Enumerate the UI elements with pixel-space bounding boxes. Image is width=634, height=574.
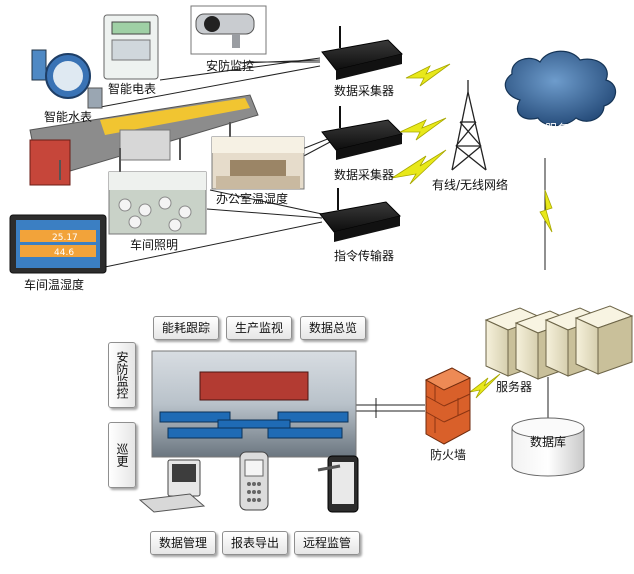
- database-label: 数据库: [530, 435, 567, 449]
- production-line-image: [29, 94, 259, 186]
- temp-value: 25.17: [52, 233, 78, 243]
- collector-2-router-icon: [321, 106, 403, 160]
- humidity-value: 44.6: [54, 248, 74, 258]
- firewall-icon: [424, 367, 472, 445]
- control-room-image: [151, 350, 357, 458]
- tablet-icon: [317, 455, 359, 513]
- workshop-temp-label: 车间温湿度: [24, 278, 85, 292]
- data-overview-button[interactable]: 数据总览: [300, 316, 366, 340]
- service-cloud-icon: [504, 50, 617, 127]
- collector-1-router-icon: [321, 26, 403, 80]
- smart-water-meter-icon: [31, 49, 103, 109]
- security-camera-icon: [190, 5, 267, 55]
- collector-2-label: 数据采集器: [334, 168, 395, 182]
- network-label: 有线/无线网络: [432, 178, 509, 192]
- database-icon: [511, 417, 585, 477]
- network-tower-icon: [451, 80, 487, 171]
- server-cluster-icon: [484, 305, 634, 380]
- temp-panel-device: [9, 214, 107, 274]
- smart-water-meter-label: 智能水表: [44, 110, 93, 124]
- wireless-signal-icons: [391, 63, 553, 399]
- server-label: 服务器: [496, 380, 533, 394]
- security-camera-label: 安防监控: [206, 59, 255, 73]
- smart-meter-label: 智能电表: [108, 82, 157, 96]
- firewall-label: 防火墙: [430, 448, 467, 462]
- remote-supervision-button[interactable]: 远程监管: [294, 531, 360, 555]
- workshop-light-label: 车间照明: [130, 238, 179, 252]
- energy-tracking-button[interactable]: 能耗跟踪: [153, 316, 219, 340]
- workshop-photo: [108, 171, 207, 235]
- data-management-button[interactable]: 数据管理: [150, 531, 216, 555]
- production-monitoring-button[interactable]: 生产监视: [226, 316, 292, 340]
- smart-meter-icon: [103, 14, 159, 80]
- command-transmitter-router-icon: [319, 188, 401, 242]
- report-export-button[interactable]: 报表导出: [222, 531, 288, 555]
- cloud-label: 服务云: [545, 121, 581, 136]
- security-monitoring-side-button[interactable]: 安防监控: [108, 342, 136, 408]
- office-photo: [211, 136, 305, 190]
- collector-1-label: 数据采集器: [334, 84, 395, 98]
- computer-icon: [138, 459, 206, 513]
- patrol-side-button[interactable]: 巡更: [108, 422, 136, 488]
- command-transmitter-label: 指令传输器: [334, 249, 395, 263]
- office-temp-label: 办公室温湿度: [216, 192, 289, 206]
- mobile-phone-icon: [239, 451, 269, 511]
